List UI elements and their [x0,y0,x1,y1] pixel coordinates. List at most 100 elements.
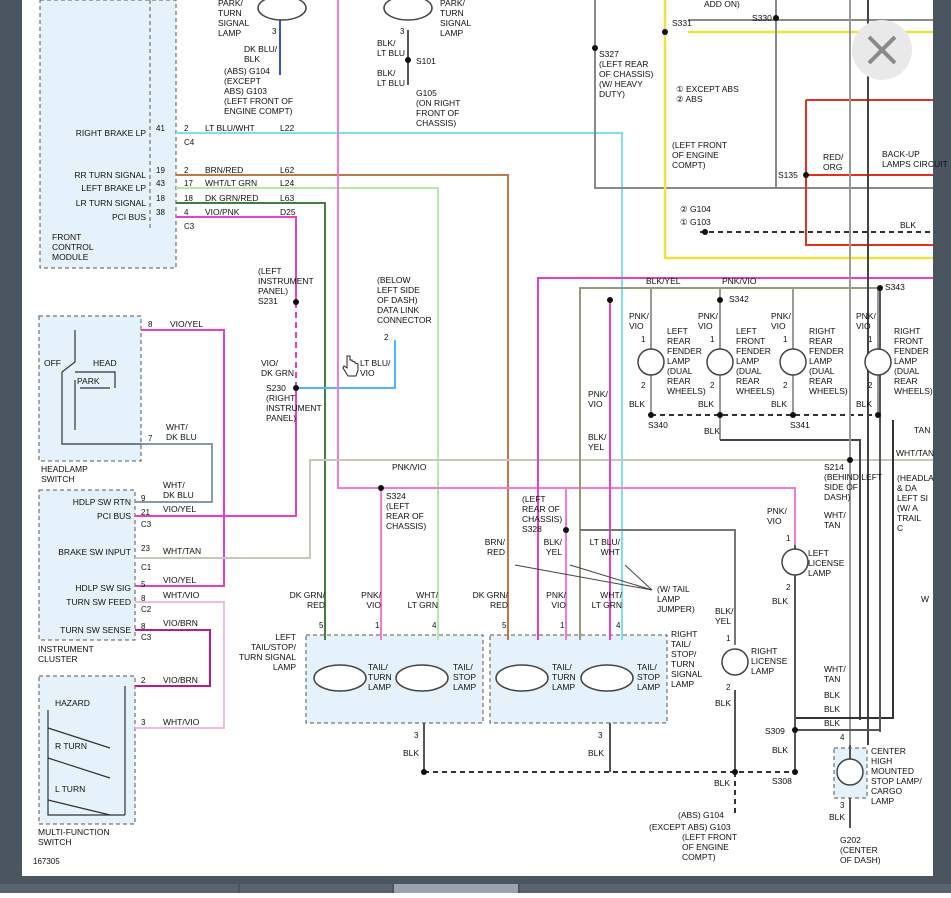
right-edge-bar [933,0,951,893]
ground-bottom-g103: (EXCEPT ABS) G103 [649,822,731,832]
mfs-pin2: 2 [141,676,146,685]
far-right-wht-tan: WHT/TAN [896,448,934,458]
wire-red-org-label: RED/ORG [823,152,844,172]
fcm-pin-number: 18 [156,194,165,203]
splice-s343: S343 [885,282,905,292]
wire-red-org [805,100,933,246]
headlamp-head: HEAD [93,358,117,368]
wire-blk-yel-license [580,529,736,645]
splice-s342: S342 [729,294,749,304]
far-right-tan: TAN [914,425,930,435]
fender-side-pnk: PNK/VIO [588,389,608,409]
license-right-blk: BLK [715,698,731,708]
splice-s341: S341 [790,420,810,430]
top-left-lamp-wire: DK BLU/BLK [244,44,278,64]
fcm-wire-pin: 4 [184,208,189,217]
bottom-tab-2[interactable] [240,884,392,893]
headlamp-wire7: WHT/DK BLU [166,422,197,442]
right-tail-gnd: BLK [588,748,604,758]
left-edge-bar [0,0,22,893]
wire-wht-dk-blu [135,443,213,503]
top-left-lamp-pin: 3 [272,27,277,36]
license-right-pin1: 1 [726,634,731,643]
fcm-wire-pin: 2 [184,124,189,133]
wire-dk-grn-red [176,202,326,640]
fender-side-blk: BLK/YEL [588,432,607,452]
wire-vio-brn [135,629,211,687]
license-right-wire: BLK/YEL [715,606,734,626]
wire-heavy-duty [594,0,933,189]
fender-lamp-pin1: 1 [710,335,715,344]
ic-row-label: HDLP SW SIG [75,583,131,593]
left-tail-pin: 1 [375,621,380,630]
headlamp-pin7: 7 [148,434,153,443]
license-left-pin1: 1 [786,534,791,543]
wire-pnk-vio-label: PNK/VIO [392,462,427,472]
fcm-pin-number: 19 [156,166,165,175]
splice-s331: S331 [672,18,692,28]
right-tail-wire-color: WHT/LT GRN [592,590,623,610]
fender-lamp-wire: PNK/VIO [771,311,791,331]
fender-lamp-pin2: 2 [641,381,646,390]
fender-lamp-blk: BLK [771,399,787,409]
top-right-add-on: ADD ON) [704,0,740,9]
ic-row-pin: 9 [141,494,146,503]
dlc-wire: LT BLU/VIO [360,358,391,378]
chmsl-pin4: 4 [840,733,845,742]
wire-vio-dkgrn [135,388,297,517]
ic-row-pin: 8 [141,622,146,631]
fcm-wire-circuit: L63 [280,193,294,203]
multifunction-switch-box [38,675,136,825]
headlamp-wire8: VIO/YEL [170,319,203,329]
fcm-pin-number: 38 [156,208,165,217]
splice-s135: S135 [778,170,798,180]
splice-s340: S340 [648,420,668,430]
bottom-tab-3[interactable] [394,884,518,893]
ic-conn-c3: C3 [141,520,152,529]
fcm-wire-pin: 17 [184,179,193,188]
bottom-tab-4[interactable] [520,884,951,893]
wire-lt-blu-vio [296,340,396,389]
headlamp-off: OFF [44,358,61,368]
mfs-hazard: HAZARD [55,698,90,708]
right-tail-wire-color: PNK/VIO [546,590,566,610]
chmsl-pin3: 3 [840,801,845,810]
ic-row-pin: 23 [141,544,150,553]
right-tail-gnd-pin: 3 [598,731,603,740]
bulbs [257,0,892,786]
wire-blk-yel [579,287,880,640]
close-button[interactable] [852,20,912,80]
wire-brn-red [176,174,509,640]
left-tail-pin: 4 [432,621,437,630]
ic-row-label: PCI BUS [97,511,131,521]
headlamp-pin8: 8 [148,320,153,329]
license-left-pin2: 2 [786,583,791,592]
instrument-cluster-box [38,489,136,641]
bottom-tab-1[interactable] [0,884,238,893]
fcm-pin-number: 41 [156,124,165,133]
fcm-wire-pin: 2 [184,166,189,175]
splice-s330: S330 [752,13,772,23]
multifunction-switch-contacts [47,686,126,816]
ic-wire-sense: VIO/BRN [163,618,198,628]
fcm-wire-circuit: D25 [280,207,296,217]
fcm-pin-label: RR TURN SIGNAL [74,170,146,180]
wire-yellow [663,0,933,260]
wire-wht-vio [135,601,225,729]
wire-wht-lt-grn [176,187,439,640]
right-tail-pin: 5 [502,621,507,630]
ground-g103: ① G103 [680,217,711,227]
mfs-wire3: WHT/VIO [163,717,200,727]
